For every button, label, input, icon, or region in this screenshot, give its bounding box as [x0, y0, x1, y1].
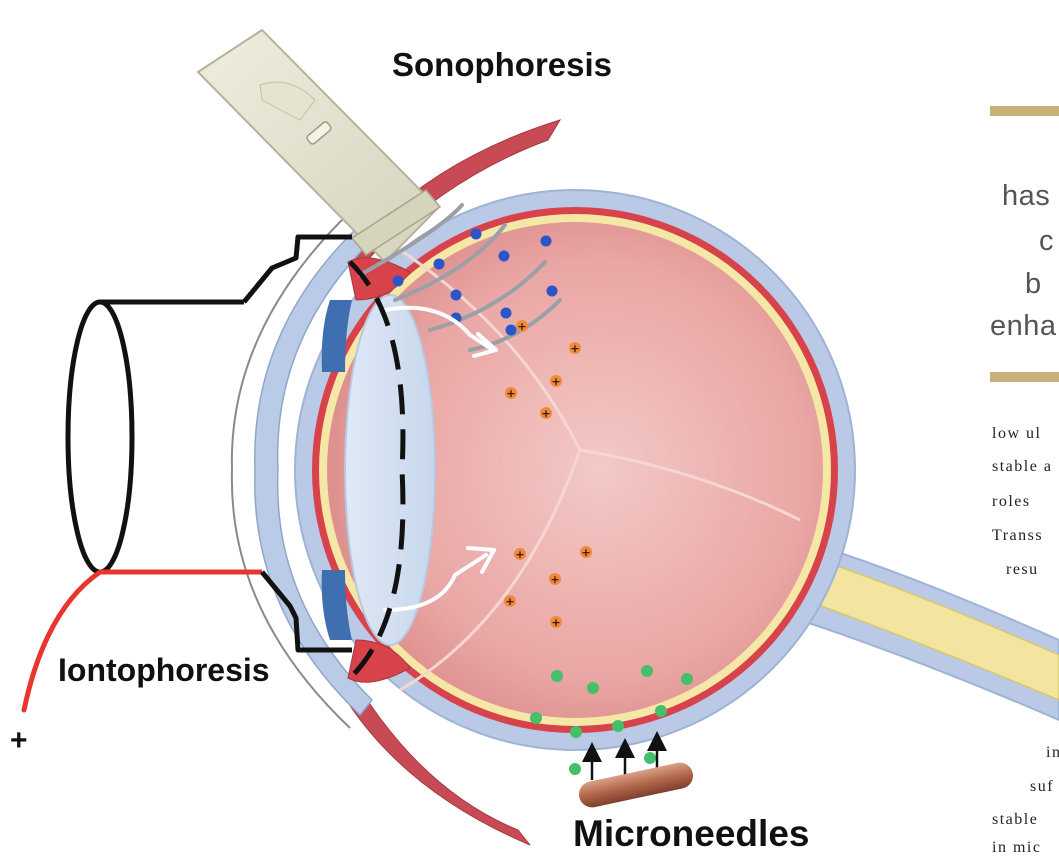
drug-particle [541, 236, 552, 247]
side-body-line: stable a [992, 458, 1052, 476]
ion-charge-sign: + [515, 548, 524, 561]
lens [345, 295, 435, 645]
ion-charge-sign: + [517, 320, 526, 333]
microneedle-patch [577, 760, 696, 810]
ion-charge-sign: + [506, 387, 515, 400]
drug-particle [471, 229, 482, 240]
drug-particle [570, 726, 582, 738]
iontophoresis-electrode-ring [68, 302, 132, 572]
side-body-line: resu [1006, 561, 1039, 579]
ion-charge-sign: + [551, 375, 560, 388]
side-heading-line: b [1025, 268, 1042, 301]
ion-charge-sign: + [541, 407, 550, 420]
drug-particle [530, 712, 542, 724]
drug-particle [501, 308, 512, 319]
microneedles-label: Microneedles [573, 813, 809, 855]
side-body-line: low ul [992, 425, 1041, 443]
drug-particle [655, 705, 667, 717]
side-text-panel: has c b enha low ul stable a roles Trans… [960, 0, 1059, 858]
ion-charge-sign: + [581, 546, 590, 559]
drug-particle [551, 670, 563, 682]
ion-charge-sign: + [551, 616, 560, 629]
drug-particle [587, 682, 599, 694]
side-body-line: Transs [992, 527, 1043, 545]
ion-charge-sign: + [505, 595, 514, 608]
drug-particle [434, 259, 445, 270]
ion-charge-sign: + [570, 342, 579, 355]
iontophoresis-label: Iontophoresis [58, 652, 270, 689]
side-body-line: in mic [992, 839, 1041, 857]
drug-particle [393, 276, 404, 287]
drug-particle [499, 251, 510, 262]
side-heading-line: enha [990, 310, 1057, 343]
drug-particle [681, 673, 693, 685]
anode-sign: + [10, 724, 28, 758]
drug-particle [547, 286, 558, 297]
side-body-line: stable [992, 811, 1038, 829]
side-body-line: roles [992, 493, 1031, 511]
drug-particle [641, 665, 653, 677]
sonophoresis-label: Sonophoresis [392, 46, 612, 84]
drug-particle [612, 720, 624, 732]
drug-particle [644, 752, 656, 764]
ionto-wire [24, 572, 100, 710]
side-heading-line: has [1002, 180, 1050, 213]
side-body-line: suf [1030, 778, 1054, 796]
drug-particle [569, 763, 581, 775]
drug-particle [451, 290, 462, 301]
drug-particle [506, 325, 517, 336]
ion-charge-sign: + [550, 573, 559, 586]
side-body-line: in [1046, 744, 1059, 762]
side-heading-line: c [1039, 225, 1054, 258]
